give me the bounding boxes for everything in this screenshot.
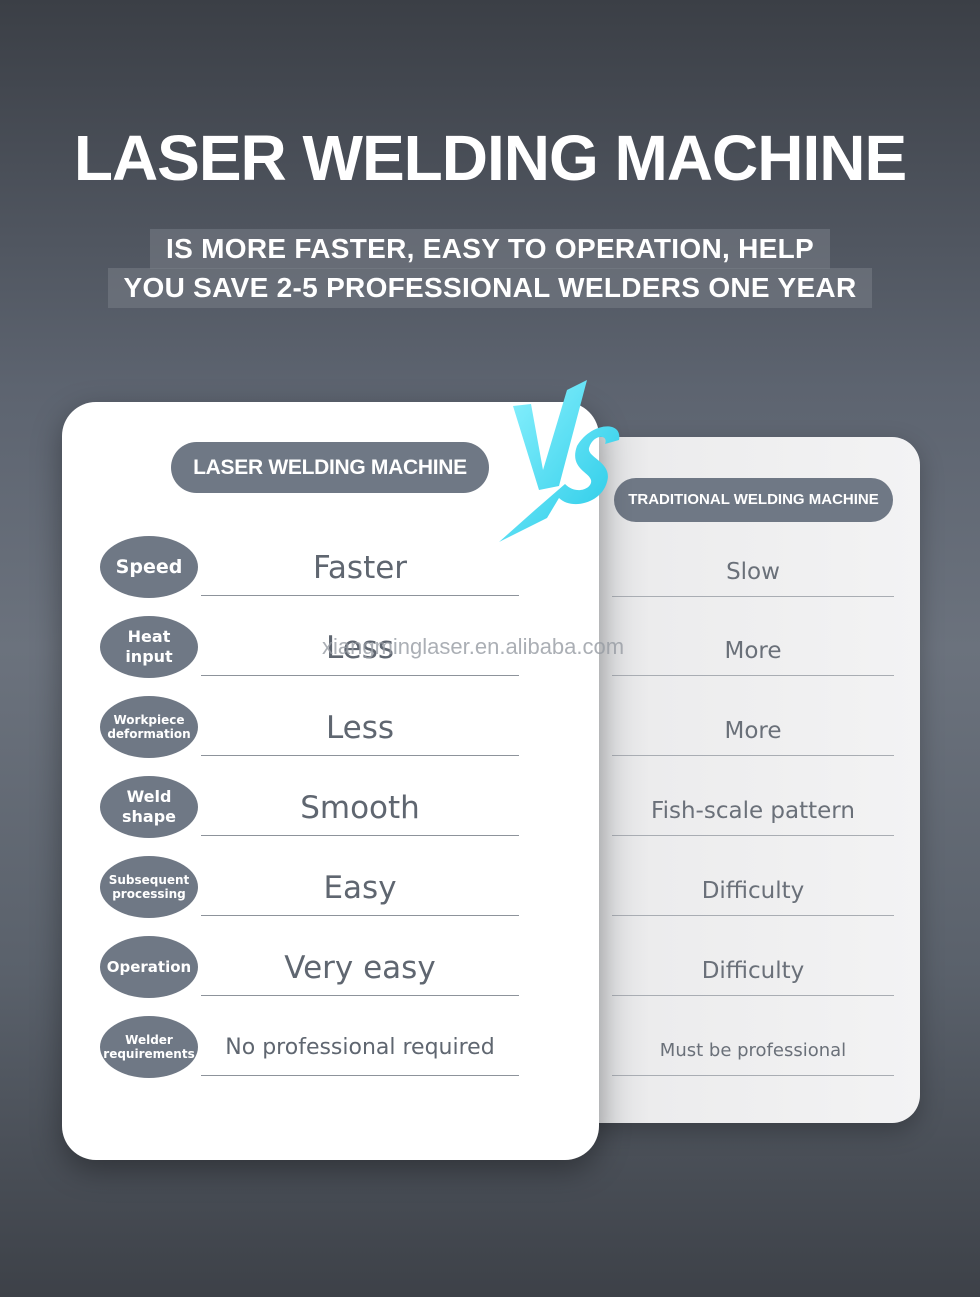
- row-label-weld-shape: Weld shape: [100, 776, 198, 838]
- laser-value-operation: Very easy: [201, 940, 519, 996]
- traditional-value-speed: Slow: [612, 547, 894, 597]
- laser-value-subsequent-processing: Easy: [201, 860, 519, 916]
- laser-welding-card: LASER WELDING MACHINE Speed Faster Heat …: [62, 402, 599, 1160]
- vs-brush-stroke: [499, 380, 620, 542]
- laser-value-weld-shape: Smooth: [201, 780, 519, 836]
- row-label-subsequent-processing: Subsequent processing: [100, 856, 198, 918]
- traditional-value-subsequent-processing: Difficulty: [612, 866, 894, 916]
- row-label-operation: Operation: [100, 936, 198, 998]
- laser-value-speed: Faster: [201, 540, 519, 596]
- traditional-value-operation: Difficulty: [612, 946, 894, 996]
- subtitle-line-1: IS MORE FASTER, EASY TO OPERATION, HELP: [0, 229, 980, 269]
- traditional-value-workpiece-deformation: More: [612, 706, 894, 756]
- subtitle-line-2: YOU SAVE 2-5 PROFESSIONAL WELDERS ONE YE…: [0, 268, 980, 308]
- traditional-card-title: TRADITIONAL WELDING MACHINE: [614, 478, 893, 522]
- laser-value-heat-input: Less: [201, 620, 519, 676]
- watermark: xiangminglaser.en.alibaba.com: [322, 634, 625, 659]
- vs-logo: VS: [499, 380, 620, 542]
- page-title: LASER WELDING MACHINE: [73, 122, 907, 194]
- laser-value-welder-requirements: No professional required: [201, 1020, 519, 1076]
- traditional-value-heat-input: More: [612, 626, 894, 676]
- row-label-speed: Speed: [100, 536, 198, 598]
- laser-value-workpiece-deformation: Less: [201, 700, 519, 756]
- traditional-value-weld-shape: Fish-scale pattern: [612, 786, 894, 836]
- laser-card-title: LASER WELDING MACHINE: [171, 442, 489, 493]
- row-label-welder-requirements: Welder requirements: [100, 1016, 198, 1078]
- row-label-workpiece-deformation: Workpiece deformation: [100, 696, 198, 758]
- row-label-heat-input: Heat input: [100, 616, 198, 678]
- traditional-value-welder-requirements: Must be professional: [612, 1026, 894, 1076]
- traditional-welding-card: TRADITIONAL WELDING MACHINE Slow More Mo…: [560, 437, 920, 1123]
